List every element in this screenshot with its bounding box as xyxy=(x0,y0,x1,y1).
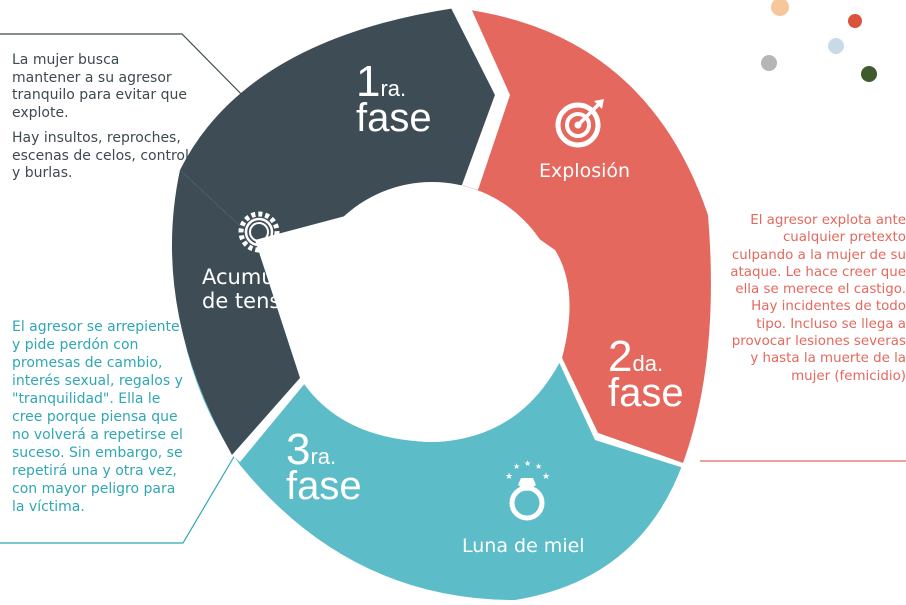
phase3-word: fase xyxy=(286,464,362,508)
segment-phase3 xyxy=(174,170,683,600)
phase2-suffix: da. xyxy=(632,351,664,376)
phase1-description-p1: La mujer busca mantener a su agresor tra… xyxy=(12,52,187,121)
phase1-label-line2: de tensión xyxy=(202,289,313,313)
phase1-description: La mujer busca mantener a su agresor tra… xyxy=(12,52,192,191)
phase2-word: fase xyxy=(608,371,684,415)
phase3-title: 3ra. fase xyxy=(286,425,362,508)
svg-text:★: ★ xyxy=(542,472,550,482)
phase3-description: El agresor se arrepiente y pide perdón c… xyxy=(12,319,183,515)
segment-phase1-tail xyxy=(171,170,300,455)
phase2-title: 2da. fase xyxy=(608,332,684,415)
ring-icon: ★ ★ ★ ★ ★ xyxy=(505,459,550,521)
svg-text:★: ★ xyxy=(513,462,520,471)
phase1-word: fase xyxy=(356,96,432,140)
connector-line-phase1 xyxy=(0,33,253,106)
svg-text:★: ★ xyxy=(524,459,531,468)
segment-phase1 xyxy=(180,8,495,240)
decor-dot xyxy=(771,0,789,16)
phase3-number: 3 xyxy=(286,425,311,474)
segment-divider-1 xyxy=(450,6,510,190)
phase1-label: Acumulación de tensión xyxy=(202,265,337,313)
phase1-description-p2: Hay insultos, reproches, escenas de celo… xyxy=(12,130,189,181)
center-hole xyxy=(302,182,562,442)
target-icon xyxy=(555,99,604,148)
gear-icon xyxy=(238,211,280,253)
svg-text:★: ★ xyxy=(535,462,542,471)
phase1-title: 1ra. fase xyxy=(356,57,432,140)
decor-dot xyxy=(848,14,862,28)
phase1-suffix: ra. xyxy=(380,76,407,101)
phase2-number: 2 xyxy=(608,332,633,381)
segment-divider-3 xyxy=(232,378,306,462)
phase1-label-line1: Acumulación xyxy=(202,265,337,289)
phase3-label: Luna de miel xyxy=(462,535,585,557)
svg-text:★: ★ xyxy=(505,472,513,482)
phase1-number: 1 xyxy=(356,57,381,106)
decor-dot xyxy=(861,66,877,82)
decor-dot xyxy=(828,38,844,54)
segment-divider-2 xyxy=(558,358,690,470)
segment-phase2 xyxy=(455,8,711,463)
phase2-description: El agresor explota ante cualquier pretex… xyxy=(730,213,906,384)
decor-dot xyxy=(761,55,777,71)
phase2-label: Explosión xyxy=(539,160,631,182)
connector-line-phase3 xyxy=(0,454,236,544)
phase3-suffix: ra. xyxy=(310,444,337,469)
